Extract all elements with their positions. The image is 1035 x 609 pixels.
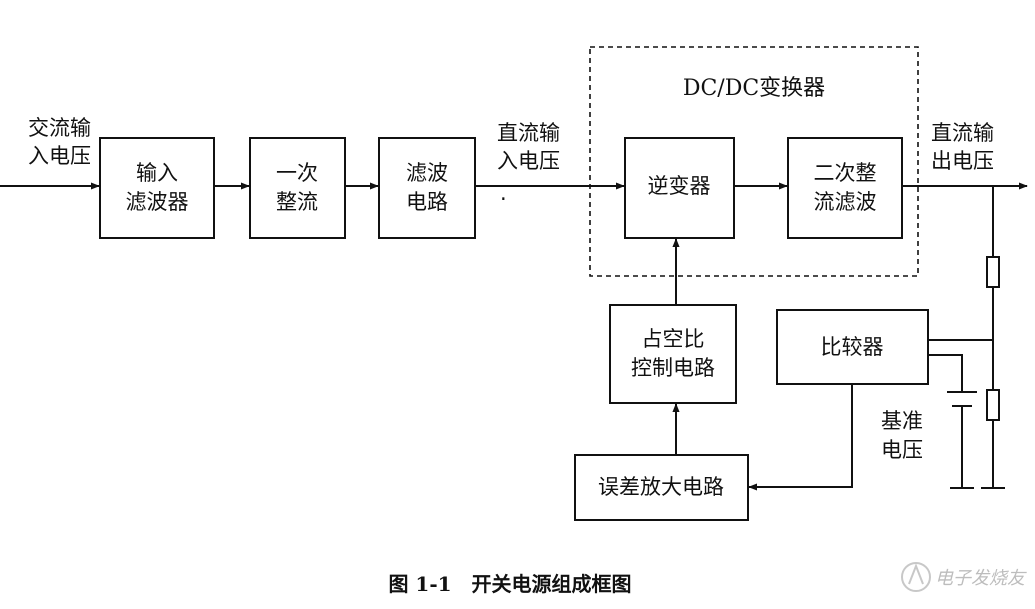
reference-voltage-label-1: 基准 <box>881 409 923 433</box>
dcdc-converter-region <box>589 46 919 277</box>
duty-control-label-1: 占空比 <box>642 327 705 351</box>
reference-voltage-label-2: 电压 <box>881 438 923 462</box>
dc-input-label-1: 直流输 <box>497 121 560 145</box>
ac-input-label-1: 交流输 <box>28 116 91 140</box>
figure-caption: 图 1-1 开关电源组成框图 <box>388 572 631 596</box>
watermark-text: 电子发烧友 <box>935 568 1027 589</box>
dc-output-label-2: 出电压 <box>931 149 994 173</box>
filter-circuit-label-2: 电路 <box>406 190 448 214</box>
secondary-rectifier-label-1: 二次整 <box>814 161 877 185</box>
filter-circuit-block: 滤波 电路 <box>378 137 476 239</box>
secondary-rectifier-block: 二次整 流滤波 <box>787 137 903 239</box>
resistor-lower <box>986 389 1000 421</box>
reference-source <box>928 354 977 489</box>
resistor-upper <box>986 256 1000 288</box>
inverter-label: 逆变器 <box>648 174 711 198</box>
watermark-logo-icon <box>901 562 931 592</box>
watermark: 电子发烧友 <box>901 562 1027 592</box>
ac-input-label-2: 入电压 <box>28 144 91 168</box>
input-filter-label-1: 输入 <box>136 161 178 185</box>
comparator-block: 比较器 <box>776 309 929 385</box>
primary-rectifier-block: 一次 整流 <box>249 137 346 239</box>
comparator-label: 比较器 <box>821 335 884 359</box>
primary-rectifier-label-2: 整流 <box>276 190 318 214</box>
input-filter-label-2: 滤波器 <box>126 190 189 214</box>
duty-control-block: 占空比 控制电路 <box>609 304 737 404</box>
error-amplifier-label: 误差放大电路 <box>598 475 724 499</box>
secondary-rectifier-label-2: 流滤波 <box>814 190 877 214</box>
duty-control-label-2: 控制电路 <box>631 356 715 380</box>
error-amplifier-block: 误差放大电路 <box>574 454 749 521</box>
voltage-divider <box>928 186 1005 489</box>
filter-circuit-label-1: 滤波 <box>406 161 448 185</box>
dc-input-label-2: 入电压 <box>497 149 560 173</box>
input-filter-block: 输入 滤波器 <box>99 137 215 239</box>
dc-output-label-1: 直流输 <box>931 121 994 145</box>
dc-input-dot: · <box>500 187 507 211</box>
primary-rectifier-label-1: 一次 <box>276 161 318 185</box>
inverter-block: 逆变器 <box>624 137 735 239</box>
comparator-to-amp-arrow <box>748 384 853 491</box>
dcdc-converter-label: DC/DC变换器 <box>683 76 825 101</box>
